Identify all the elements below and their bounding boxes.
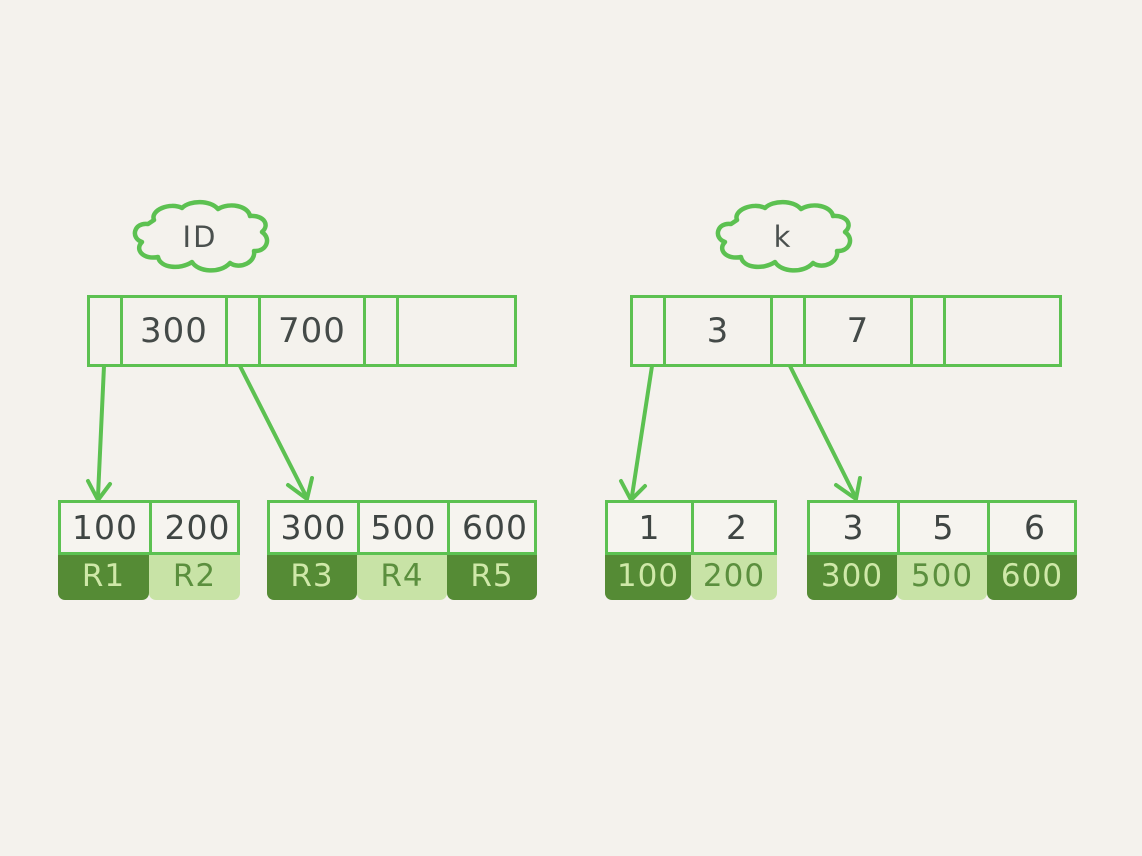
leaf-id-1-value-row: R1 R2 bbox=[58, 552, 240, 600]
leaf-k-2-key-row: 3 5 6 bbox=[807, 500, 1077, 555]
root-id-pointer-0[interactable] bbox=[90, 298, 123, 364]
cloud-outline-icon bbox=[715, 199, 853, 273]
arrow-id-root-to-leaf1 bbox=[86, 364, 112, 502]
leaf-node-k-2[interactable]: 3 5 6 300 500 600 bbox=[807, 500, 1077, 600]
leaf-k-2-value-0: 300 bbox=[807, 552, 897, 600]
leaf-id-2-value-row: R3 R4 R5 bbox=[267, 552, 537, 600]
root-id-pointer-1[interactable] bbox=[228, 298, 261, 364]
root-id-key-2-empty bbox=[399, 298, 504, 364]
cloud-label-id-text: ID bbox=[182, 220, 218, 254]
leaf-k-1-key-row: 1 2 bbox=[605, 500, 777, 555]
root-k-pointer-0[interactable] bbox=[633, 298, 666, 364]
root-k-key-0: 3 bbox=[666, 298, 773, 364]
cloud-label-k: k bbox=[709, 198, 857, 276]
leaf-id-1-value-1: R2 bbox=[149, 552, 240, 600]
leaf-k-2-key-1: 5 bbox=[900, 503, 990, 552]
leaf-id-1-key-0: 100 bbox=[61, 503, 152, 552]
leaf-id-1-key-row: 100 200 bbox=[58, 500, 240, 555]
arrow-id-root-to-leaf2 bbox=[238, 364, 314, 501]
root-id-key-0: 300 bbox=[123, 298, 228, 364]
root-k-pointer-1[interactable] bbox=[773, 298, 806, 364]
leaf-id-1-value-0: R1 bbox=[58, 552, 149, 600]
leaf-id-2-value-2: R5 bbox=[447, 552, 537, 600]
root-k-pointer-2[interactable] bbox=[913, 298, 946, 364]
root-id-key-1: 700 bbox=[261, 298, 366, 364]
leaf-id-2-key-row: 300 500 600 bbox=[267, 500, 537, 555]
root-k-key-2-empty bbox=[946, 298, 1053, 364]
arrow-k-root-to-leaf1 bbox=[619, 364, 654, 502]
leaf-node-id-2[interactable]: 300 500 600 R3 R4 R5 bbox=[267, 500, 537, 600]
cloud-label-id: ID bbox=[124, 198, 276, 276]
leaf-k-2-key-2: 6 bbox=[1024, 508, 1046, 547]
leaf-id-1-key-1: 200 bbox=[164, 508, 231, 547]
leaf-k-2-key-0: 3 bbox=[810, 503, 900, 552]
cloud-label-k-text: k bbox=[773, 220, 793, 254]
internal-node-k-root[interactable]: 3 7 bbox=[630, 295, 1062, 367]
leaf-k-1-value-row: 100 200 bbox=[605, 552, 777, 600]
leaf-k-2-value-row: 300 500 600 bbox=[807, 552, 1077, 600]
internal-node-id-root[interactable]: 300 700 bbox=[87, 295, 517, 367]
leaf-id-2-key-1: 500 bbox=[360, 503, 450, 552]
leaf-node-id-1[interactable]: 100 200 R1 R2 bbox=[58, 500, 240, 600]
leaf-k-1-value-0: 100 bbox=[605, 552, 691, 600]
leaf-id-2-value-0: R3 bbox=[267, 552, 357, 600]
root-k-key-1: 7 bbox=[806, 298, 913, 364]
cloud-outline-icon bbox=[132, 199, 270, 273]
leaf-id-2-key-2: 600 bbox=[462, 508, 528, 547]
leaf-node-k-1[interactable]: 1 2 100 200 bbox=[605, 500, 777, 600]
leaf-k-1-key-0: 1 bbox=[608, 503, 694, 552]
leaf-k-1-value-1: 200 bbox=[691, 552, 777, 600]
leaf-id-2-key-0: 300 bbox=[270, 503, 360, 552]
leaf-k-2-value-1: 500 bbox=[897, 552, 987, 600]
arrow-k-root-to-leaf2 bbox=[788, 364, 862, 501]
leaf-k-1-key-1: 2 bbox=[726, 508, 748, 547]
root-id-pointer-2[interactable] bbox=[366, 298, 399, 364]
leaf-id-2-value-1: R4 bbox=[357, 552, 447, 600]
leaf-k-2-value-2: 600 bbox=[987, 552, 1077, 600]
